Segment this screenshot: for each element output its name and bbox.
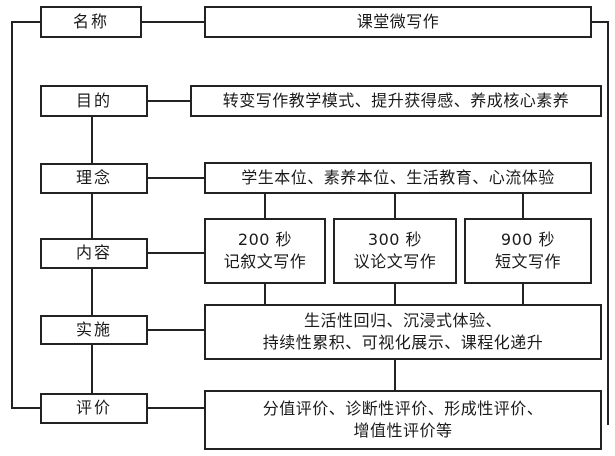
purpose-content: 转变写作教学模式、提升获得感、养成核心素养 [222, 90, 570, 110]
purpose-content-box: 转变写作教学模式、提升获得感、养成核心素养 [190, 85, 602, 117]
content-item-3-time: 900 秒 [500, 229, 556, 249]
right-backbone-line [592, 21, 609, 425]
implement-content-line-2: 持续性累积、可视化展示、课程化递升 [262, 333, 544, 352]
evaluate-content-box: 分值评价、诊断性评价、形成性评价、 增值性评价等 [204, 390, 602, 450]
label-name-box: 名称 [40, 6, 142, 38]
evaluate-content-line-2: 增值性评价等 [353, 421, 453, 440]
label-content: 内容 [75, 243, 112, 263]
content-item-1-time: 200 秒 [237, 229, 293, 249]
name-content-box: 课堂微写作 [204, 6, 592, 38]
implement-content-box: 生活性回归、沉浸式体验、 持续性累积、可视化展示、课程化递升 [204, 304, 602, 360]
label-concept: 理念 [75, 168, 112, 188]
implement-content-line-1: 生活性回归、沉浸式体验、 [303, 310, 502, 330]
content-item-1-box: 200 秒 记叙文写作 [204, 218, 326, 284]
label-implement: 实施 [75, 319, 112, 339]
label-content-box: 内容 [40, 238, 148, 269]
name-content: 课堂微写作 [356, 11, 440, 31]
concept-content-box: 学生本位、素养本位、生活教育、心流体验 [204, 162, 592, 194]
content-item-3-type: 短文写作 [494, 252, 561, 271]
content-item-1-type: 记叙文写作 [223, 252, 307, 271]
label-concept-box: 理念 [40, 163, 148, 194]
label-implement-box: 实施 [40, 315, 148, 345]
label-evaluate-box: 评价 [40, 393, 148, 424]
label-evaluate: 评价 [75, 398, 112, 418]
content-item-3-box: 900 秒 短文写作 [464, 218, 592, 284]
evaluate-content-line-1: 分值评价、诊断性评价、形成性评价、 [262, 398, 544, 418]
concept-content: 学生本位、素养本位、生活教育、心流体验 [241, 167, 555, 187]
label-purpose-box: 目的 [40, 85, 148, 117]
content-item-2-type: 议论文写作 [353, 252, 437, 271]
content-item-2-time: 300 秒 [367, 229, 423, 249]
left-backbone-line [11, 21, 40, 409]
content-item-2-box: 300 秒 议论文写作 [333, 218, 457, 284]
label-purpose: 目的 [75, 90, 112, 110]
label-name: 名称 [72, 11, 109, 31]
